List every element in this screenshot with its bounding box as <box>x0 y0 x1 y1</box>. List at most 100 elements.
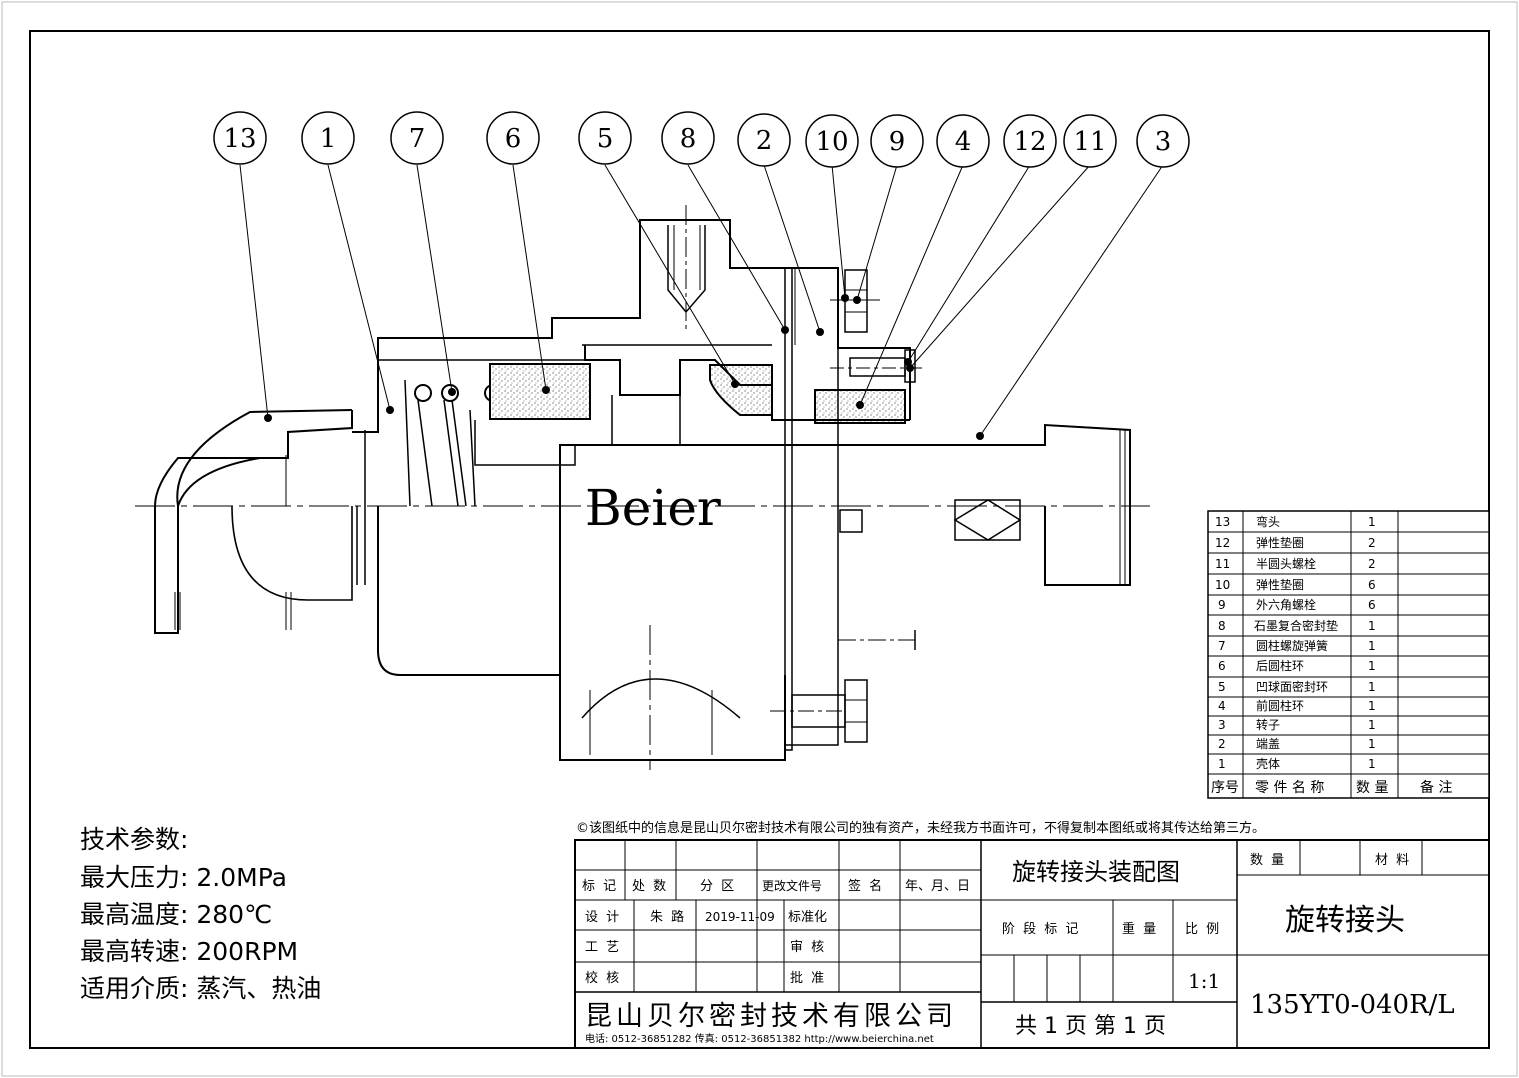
balloon-2: 2 <box>756 126 773 156</box>
bom-name: 弯头 <box>1256 514 1280 529</box>
bill-of-materials: 13 弯头 1 12 弹性垫圈 2 11 半圆头螺栓 2 10 弹性垫圈 6 9… <box>1207 510 1490 799</box>
tech-parameters: 技术参数: 最大压力: 2.0MPa 最高温度: 280℃ 最高转速: 200R… <box>80 825 321 1003</box>
tech-heading: 技术参数: <box>80 825 188 854</box>
bom-name: 石墨复合密封垫 <box>1254 618 1338 633</box>
copyright-notice: ©该图纸中的信息是昆山贝尔密封技术有限公司的独有资产，未经我方书面许可，不得复制… <box>576 820 1265 836</box>
balloon-7: 7 <box>409 124 426 154</box>
bom-name: 弹性垫圈 <box>1256 577 1304 592</box>
bom-name: 后圆柱环 <box>1256 658 1304 673</box>
part-rear-ring <box>489 363 591 420</box>
bom-no: 12 <box>1215 536 1230 550</box>
drawing-title: 旋转接头装配图 <box>1012 858 1180 886</box>
part-rotor <box>559 423 1131 760</box>
tech-line: 适用介质: 蒸汽、热油 <box>80 974 321 1003</box>
label-genggai: 更改文件号 <box>762 878 822 893</box>
bom-qty: 1 <box>1368 737 1376 751</box>
balloon-8: 8 <box>680 124 697 154</box>
bom-qty: 6 <box>1368 578 1376 592</box>
bom-header-name: 零 件 名 称 <box>1255 780 1324 796</box>
bom-name: 外六角螺栓 <box>1256 597 1316 612</box>
balloon-6: 6 <box>505 124 522 154</box>
bom-header-no: 序号 <box>1211 780 1239 796</box>
company-name: 昆山贝尔密封技术有限公司 <box>585 1001 957 1032</box>
watermark: Beier <box>585 479 721 537</box>
bom-name: 半圆头螺栓 <box>1256 556 1316 571</box>
bom-qty: 1 <box>1368 619 1376 633</box>
label-fenqu: 分 区 <box>700 879 736 894</box>
bom-no: 8 <box>1218 619 1226 633</box>
bom-header-qty: 数 量 <box>1356 780 1388 796</box>
tech-line: 最高转速: 200RPM <box>80 937 298 966</box>
label-cailiao: 材 料 <box>1375 853 1411 868</box>
balloon-11: 11 <box>1073 127 1106 157</box>
bom-header-note: 备 注 <box>1420 779 1452 796</box>
bom-no: 7 <box>1218 639 1226 653</box>
balloon-1: 1 <box>320 124 337 154</box>
leader-lines <box>239 164 1164 437</box>
bom-no: 4 <box>1218 699 1226 713</box>
balloon-9: 9 <box>889 127 906 157</box>
bom-qty: 6 <box>1368 598 1376 612</box>
balloon-3: 3 <box>1155 127 1172 157</box>
part-seal-ring <box>709 364 773 416</box>
bom-qty: 1 <box>1368 515 1376 529</box>
bom-name: 端盖 <box>1256 737 1280 751</box>
label-pizhun: 批 准 <box>790 971 826 986</box>
page-count: 共 1 页 第 1 页 <box>1015 1014 1166 1039</box>
label-jiaohe: 校 核 <box>585 970 621 986</box>
bom-qty: 1 <box>1368 659 1376 673</box>
leader-dots <box>264 294 984 440</box>
bom-no: 10 <box>1215 578 1230 592</box>
bom-no: 11 <box>1215 557 1230 571</box>
bom-qty: 2 <box>1368 536 1376 550</box>
scale-value: 1:1 <box>1188 969 1220 993</box>
label-nianyueri: 年、月、日 <box>905 879 970 894</box>
label-chushu: 处 数 <box>632 879 668 894</box>
tech-line: 最高温度: 280℃ <box>80 900 272 929</box>
label-qianming: 签 名 <box>848 878 884 894</box>
balloon-10: 10 <box>815 127 848 157</box>
title-block-labels: 标 记 处 数 分 区 更改文件号 签 名 年、月、日 设 计 朱 路 2019… <box>582 853 1411 986</box>
bom-qty: 1 <box>1368 757 1376 771</box>
tech-line: 最大压力: 2.0MPa <box>80 863 287 892</box>
designer-name: 朱 路 <box>650 909 686 925</box>
bom-name: 壳体 <box>1256 757 1280 771</box>
design-date: 2019-11-09 <box>705 910 775 924</box>
label-shuliang: 数 量 <box>1250 853 1286 868</box>
balloon-group <box>213 111 1190 168</box>
label-biaoji: 标 记 <box>582 879 618 894</box>
title-block <box>574 839 1490 1049</box>
bom-qty: 2 <box>1368 557 1376 571</box>
label-sheji: 设 计 <box>585 910 621 925</box>
label-gongyi: 工 艺 <box>585 940 621 955</box>
label-shenhe: 审 核 <box>790 940 826 955</box>
balloon-4: 4 <box>955 127 972 157</box>
label-zhongliang: 重 量 <box>1122 921 1158 937</box>
balloon-labels: 13 1 7 6 5 8 2 10 9 4 12 11 3 <box>223 124 1171 157</box>
bom-qty: 1 <box>1368 718 1376 732</box>
label-bili: 比 例 <box>1185 922 1221 937</box>
bom-qty: 1 <box>1368 699 1376 713</box>
bom-qty: 1 <box>1368 639 1376 653</box>
bom-no: 6 <box>1218 659 1226 673</box>
part-elbow <box>154 409 353 634</box>
bom-name: 转子 <box>1256 717 1280 732</box>
label-biaozhunhua: 标准化 <box>788 910 827 925</box>
bom-name: 弹性垫圈 <box>1256 535 1304 550</box>
bom-qty: 1 <box>1368 680 1376 694</box>
balloon-5: 5 <box>597 124 614 154</box>
bom-no: 13 <box>1215 515 1230 529</box>
balloon-12: 12 <box>1013 127 1046 157</box>
part-rotor-carrier <box>474 344 910 466</box>
bom-no: 3 <box>1218 718 1226 732</box>
bom-no: 2 <box>1218 737 1226 751</box>
part-spring <box>404 379 502 507</box>
label-jieduan: 阶 段 标 记 <box>1002 922 1080 937</box>
bom-no: 5 <box>1218 680 1226 694</box>
company-contact: 电话: 0512-36851282 传真: 0512-36851382 http… <box>585 1032 934 1045</box>
bom-name: 凹球面密封环 <box>1256 679 1328 694</box>
drawing-code: 135YT0-040R/L <box>1250 990 1455 1020</box>
bom-no: 1 <box>1218 757 1226 771</box>
